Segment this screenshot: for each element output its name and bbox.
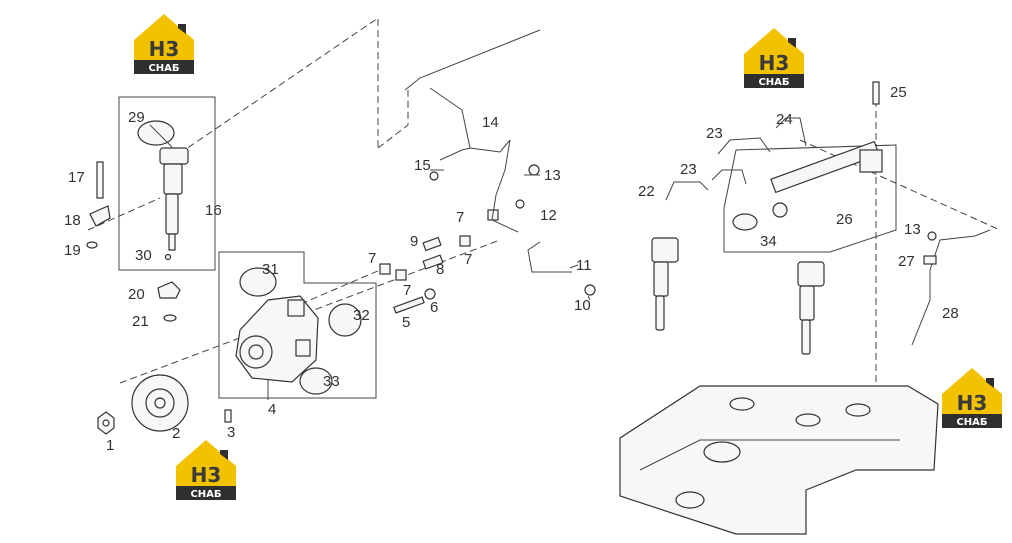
callout-13: 13 <box>904 221 921 238</box>
callout-26: 26 <box>836 211 853 228</box>
bolt-12 <box>515 199 525 209</box>
rail-pipes <box>665 117 991 346</box>
callout-17: 17 <box>68 169 85 186</box>
callout-1: 1 <box>106 437 114 454</box>
nut-6 <box>424 288 436 300</box>
logo-h3: H3 <box>149 37 180 61</box>
pump-gear <box>131 374 189 432</box>
callout-31: 31 <box>262 261 279 278</box>
nut-1 <box>97 411 115 435</box>
callout-11: 11 <box>576 257 592 274</box>
callout-6: 6 <box>430 299 438 316</box>
callout-12: 12 <box>540 207 557 224</box>
callout-32: 32 <box>353 307 370 324</box>
callout-22: 22 <box>638 183 655 200</box>
callout-10: 10 <box>574 297 591 314</box>
pump-fitting-callout <box>299 367 333 395</box>
high-pressure-pump <box>235 295 319 383</box>
fuel-injector-left <box>159 147 189 261</box>
bolt-10 <box>584 284 596 296</box>
callout-23: 23 <box>680 161 697 178</box>
brand-logo: H3 СНАБ <box>744 28 804 88</box>
brand-logo: H3 СНАБ <box>176 440 236 500</box>
logo-snab: СНАБ <box>148 63 179 74</box>
washer-19 <box>86 241 98 249</box>
pressure-sensor-34 <box>732 213 758 231</box>
pump-group-frame <box>218 251 377 399</box>
callout-14: 14 <box>482 114 499 131</box>
fuel-injector-right-b <box>797 261 825 355</box>
callout-leaders <box>149 124 591 400</box>
fitting-7 <box>379 263 391 275</box>
callout-15: 15 <box>414 157 431 174</box>
fitting-7 <box>395 269 407 281</box>
cylinder-head <box>619 385 939 535</box>
bolt-15 <box>429 171 439 181</box>
sleeve-8 <box>422 254 444 270</box>
brand-logo: H3 СНАБ <box>942 368 1002 428</box>
logo-h3: H3 <box>957 391 988 415</box>
callout-7: 7 <box>368 250 376 267</box>
callout-2: 2 <box>172 425 180 442</box>
callout-23: 23 <box>706 125 723 142</box>
callout-19: 19 <box>64 242 81 259</box>
callout-25: 25 <box>890 84 907 101</box>
logo-h3: H3 <box>759 51 790 75</box>
callout-3: 3 <box>227 424 235 441</box>
callout-16: 16 <box>205 202 222 219</box>
callout-8: 8 <box>436 261 444 278</box>
callout-33: 33 <box>323 373 340 390</box>
callout-24: 24 <box>776 111 793 128</box>
callout-9: 9 <box>410 233 418 250</box>
clamp-27 <box>923 255 937 265</box>
callout-7: 7 <box>403 282 411 299</box>
callout-5: 5 <box>402 314 410 331</box>
pump-sensor-callout <box>328 303 362 337</box>
callout-18: 18 <box>64 212 81 229</box>
callout-30: 30 <box>135 247 152 264</box>
bolt-25 <box>872 81 880 105</box>
callout-7: 7 <box>464 251 472 268</box>
logo-snab: СНАБ <box>190 489 221 500</box>
fitting-7 <box>459 235 471 247</box>
rail-group-frame <box>723 144 897 253</box>
callout-28: 28 <box>942 305 959 322</box>
washer-21 <box>163 314 177 322</box>
logo-snab: СНАБ <box>758 77 789 88</box>
callout-labels: 1 2 3 4 5 6 7 7 7 7 8 9 10 11 12 13 14 1… <box>64 84 959 454</box>
callout-21: 21 <box>132 313 149 330</box>
high-pressure-pipes <box>404 29 572 273</box>
callout-29: 29 <box>128 109 145 126</box>
callout-4: 4 <box>268 401 276 418</box>
callout-7: 7 <box>456 209 464 226</box>
callout-13: 13 <box>544 167 561 184</box>
sleeve-9 <box>422 236 442 252</box>
brand-logo: H3 СНАБ <box>134 14 194 74</box>
callout-27: 27 <box>898 253 915 270</box>
injector-group-frame <box>118 96 216 271</box>
callout-20: 20 <box>128 286 145 303</box>
fuel-injector-right-a <box>651 237 679 331</box>
stud-5 <box>393 296 425 314</box>
screw-3 <box>224 409 232 423</box>
bolt-13 <box>528 164 540 176</box>
bolt-13 <box>927 231 937 241</box>
callout-34: 34 <box>760 233 777 250</box>
common-rail <box>770 140 883 218</box>
logo-snab: СНАБ <box>956 417 987 428</box>
pump-valve-callout <box>239 267 277 297</box>
bolt-17 <box>96 161 104 199</box>
bracket-20 <box>157 281 181 299</box>
clamp-18 <box>89 205 111 227</box>
logo-h3: H3 <box>191 463 222 487</box>
injector-connector-callout <box>137 120 175 146</box>
